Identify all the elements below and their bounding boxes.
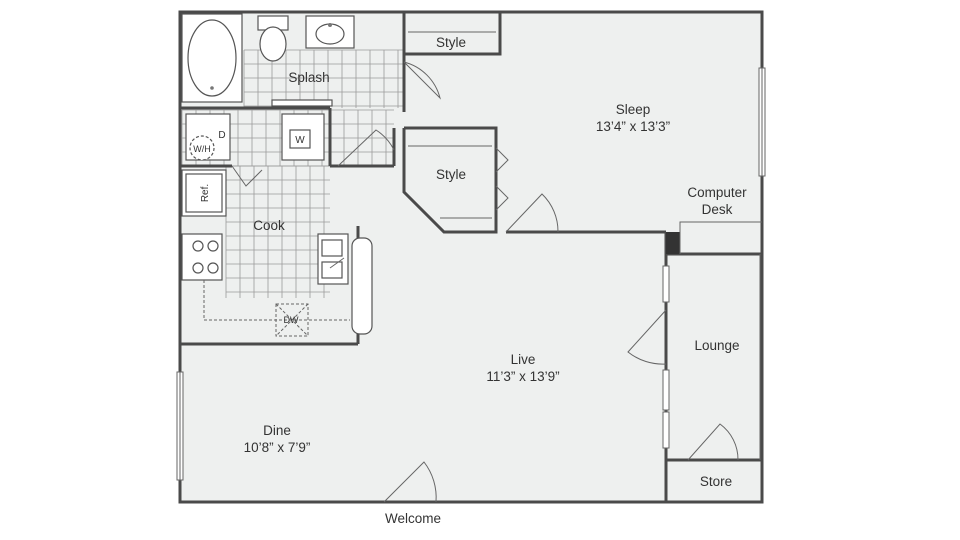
walls [178,10,764,504]
laundry-door [231,165,263,187]
faucet-icon [328,23,332,27]
closet-top-wall [404,10,502,56]
column [666,232,680,254]
fixture-label-water-heater: W/H [193,144,211,154]
closet-mid-door-top [495,147,509,173]
room-size-dine: 10’8” x 7’9” [244,440,311,455]
label-computer-desk-1: Computer [687,185,747,200]
labels: Splash Style Style Sleep 13’4” x 13’3” C… [193,35,747,526]
windows [176,67,766,481]
door-sleep-closet [403,61,441,100]
window-lounge-1 [662,265,670,303]
room-label-style-mid: Style [436,167,466,182]
burner-icon [207,240,219,252]
door-sleep [505,193,559,233]
breakfast-bar [351,237,373,335]
closet-rods [408,31,496,219]
window-lounge-3 [662,411,670,449]
stove [181,233,223,281]
room-label-splash: Splash [288,70,329,85]
bath-fixtures [181,13,355,107]
fixture-label-refrigerator: Ref. [200,184,211,202]
room-size-live: 11’3” x 13’9” [486,369,559,384]
door-lounge [627,309,667,365]
tub-drain-icon [210,86,214,90]
burner-icon [192,240,204,252]
fixture-label-dishwasher: DW [284,315,299,325]
door-hall [337,129,395,167]
refrigerator-inner [185,173,223,213]
computer-desk [679,221,762,254]
sink-basin-2 [321,261,343,279]
bathtub-basin [187,19,237,97]
closet-mid-door-bottom [495,185,509,211]
doors [231,61,739,503]
door-welcome [383,461,437,503]
room-label-live: Live [511,352,536,367]
water-heater [189,135,215,161]
kitchen-fixtures [181,169,373,337]
washer-door [289,129,311,149]
burner-icon [192,262,204,274]
closet-mid-wall [402,126,498,234]
toilet-bowl [259,26,287,62]
towel-bar [271,99,333,107]
room-label-dine: Dine [263,423,291,438]
sink-basin-1 [321,239,343,257]
fixture-label-dryer: D [218,130,225,141]
room-size-sleep: 13’4” x 13’3” [596,119,670,134]
room-label-style-top: Style [436,35,466,50]
burner-icon [207,262,219,274]
floor-areas [180,12,762,502]
floor-main [180,12,762,502]
door-store [687,423,739,461]
label-computer-desk-2: Desk [702,202,733,217]
entry-label-welcome: Welcome [385,511,441,526]
counter-outline [203,280,350,321]
room-label-store: Store [700,474,732,489]
window-lounge-2 [662,369,670,411]
room-label-lounge: Lounge [694,338,739,353]
desk-outline [679,221,762,254]
sink-faucet-icon [329,257,345,269]
laundry-fixtures [185,113,325,161]
fixture-label-washer: W [295,135,305,146]
room-label-sleep: Sleep [616,102,651,117]
room-label-cook: Cook [253,218,285,233]
